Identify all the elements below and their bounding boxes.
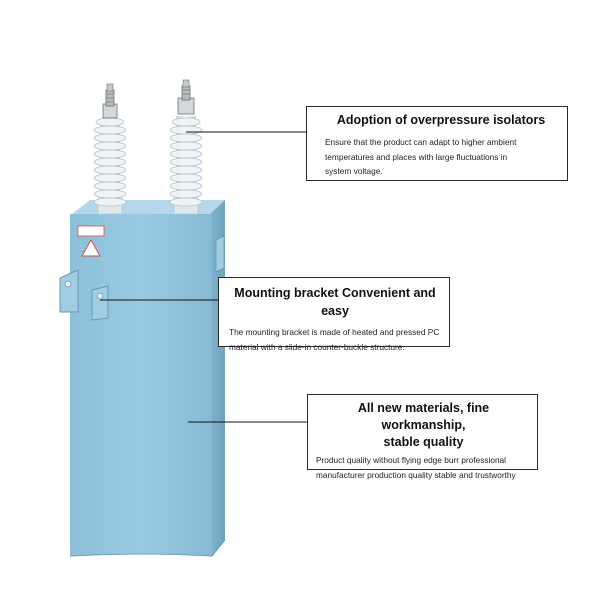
callout-new-materials: All new materials, fine workmanship, sta… (307, 394, 538, 480)
capacitor-body (70, 214, 212, 556)
left-insulator-icon (93, 83, 127, 215)
mounting-bracket-icon (59, 269, 79, 313)
callout-body: Ensure that the product can adapt to hig… (325, 137, 517, 177)
callout-mounting-bracket: Mounting bracket Convenient and easy The… (218, 277, 450, 352)
callout-title: Adoption of overpressure isolators (336, 113, 546, 127)
callout-overpressure-isolators: Adoption of overpressure isolators Ensur… (306, 106, 568, 181)
callout-title: Mounting bracket Convenient and easy (234, 286, 436, 318)
callout-body: Product quality without flying edge burr… (316, 455, 516, 480)
callout-title: All new materials, fine workmanship, sta… (357, 401, 490, 449)
warning-label-icon (81, 238, 101, 257)
right-insulator-icon (169, 79, 203, 215)
callout-body: The mounting bracket is made of heated a… (229, 327, 440, 352)
